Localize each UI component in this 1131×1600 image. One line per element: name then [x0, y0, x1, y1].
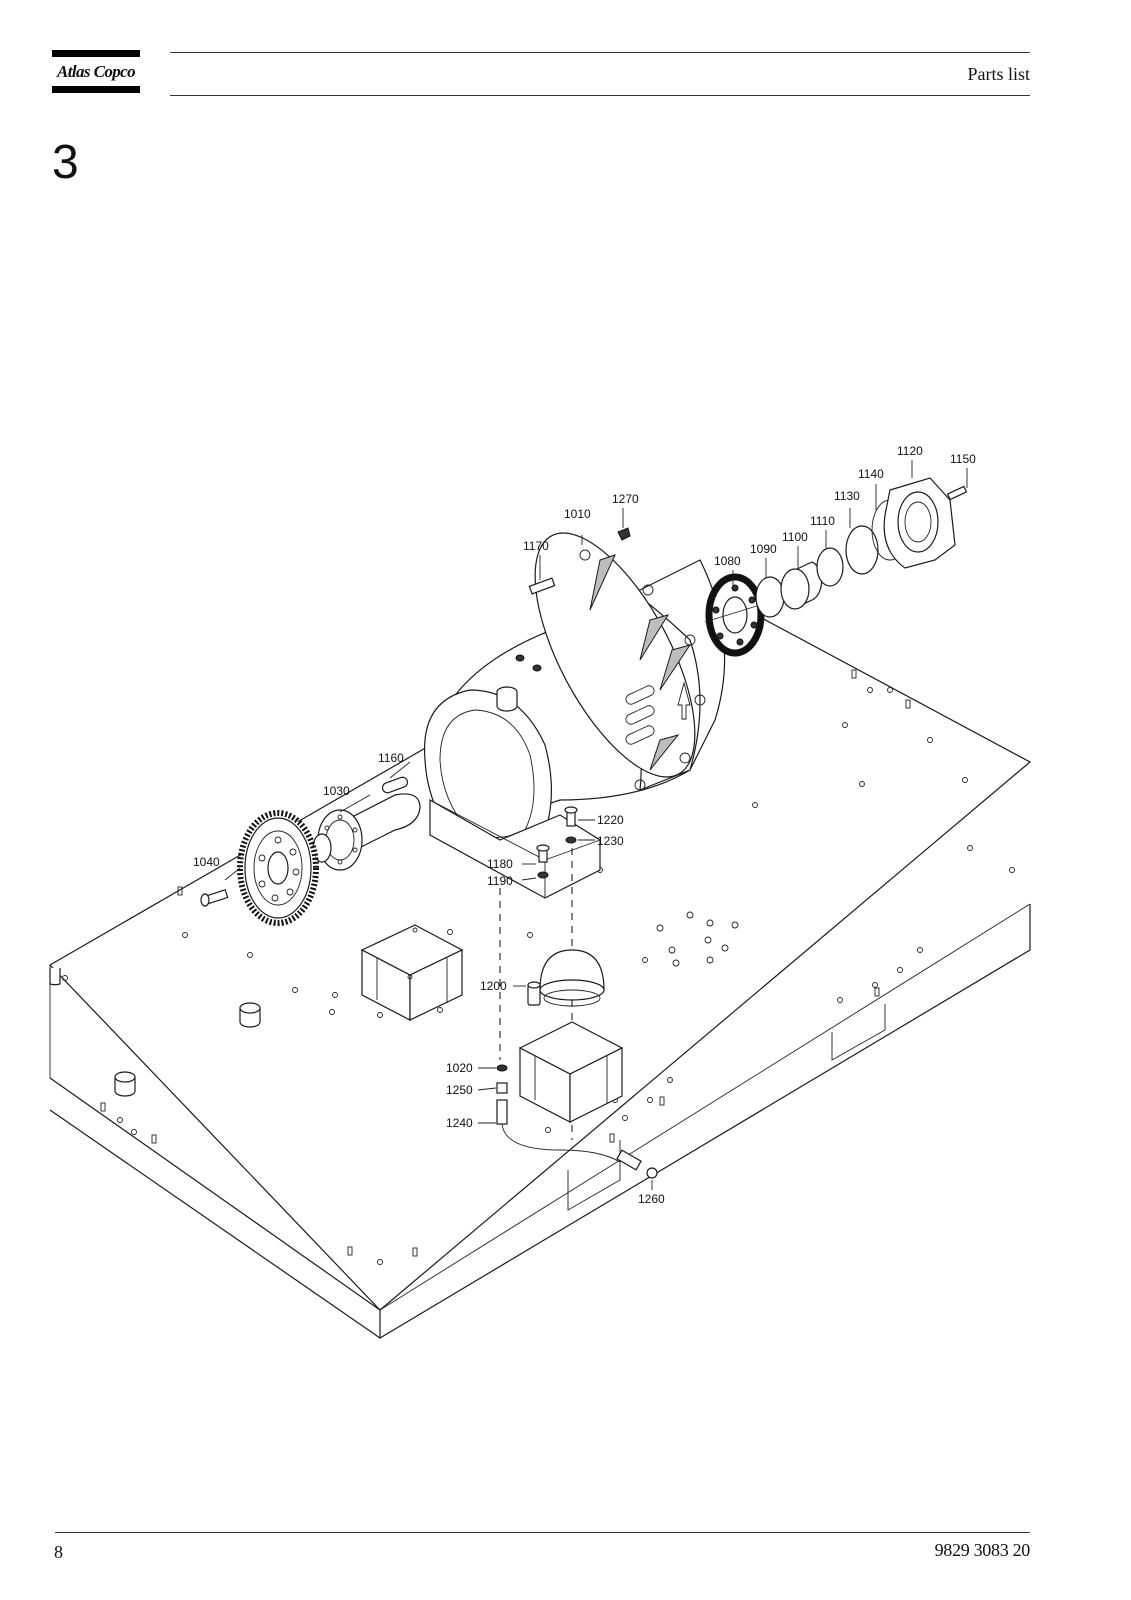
- callout-labels: 1010 1020 1030 1040 1080 1090 1100 1110 …: [193, 444, 976, 1206]
- frame-holes: [62, 669, 1015, 1265]
- callout-1150: 1150: [950, 452, 976, 466]
- callout-1250: 1250: [446, 1083, 473, 1097]
- right-support-bracket: [518, 949, 624, 1123]
- callout-1160: 1160: [378, 751, 404, 765]
- callout-1020: 1020: [446, 1061, 473, 1075]
- callout-1240: 1240: [446, 1116, 473, 1130]
- callout-1190: 1190: [487, 874, 513, 888]
- left-support-bracket: [360, 924, 464, 1021]
- bearing-seal-stack: [528, 477, 968, 657]
- frame-stubs: [49, 968, 261, 1097]
- callout-1220: 1220: [597, 813, 624, 827]
- callout-1200: 1200: [480, 979, 507, 993]
- callout-1080: 1080: [714, 554, 741, 568]
- section-number: 3: [52, 136, 79, 189]
- fasteners: [496, 806, 658, 1179]
- callout-1030: 1030: [323, 784, 350, 798]
- callout-1110: 1110: [810, 514, 835, 528]
- atlas-copco-logo: Atlas Copco: [52, 50, 140, 94]
- callout-1130: 1130: [834, 489, 860, 503]
- callout-1170: 1170: [523, 539, 549, 553]
- callout-1180: 1180: [487, 857, 513, 871]
- header-rule-top: [170, 52, 1030, 53]
- header-rule-bottom: [170, 95, 1030, 96]
- footer-rule: [55, 1532, 1030, 1533]
- logo-wordmark: Atlas Copco: [57, 62, 136, 81]
- callout-1230: 1230: [597, 834, 624, 848]
- document-number: 9829 3083 20: [934, 1540, 1031, 1560]
- callout-1100: 1100: [782, 530, 808, 544]
- page-number: 8: [54, 1542, 63, 1562]
- page-title: Parts list: [967, 64, 1030, 84]
- callout-1120: 1120: [897, 444, 923, 458]
- callout-1140: 1140: [858, 467, 884, 481]
- logo-bar-top: [52, 50, 140, 57]
- callout-leaders: [224, 460, 968, 1190]
- callout-1010: 1010: [564, 507, 591, 521]
- callout-1090: 1090: [750, 542, 777, 556]
- callout-1260: 1260: [638, 1192, 665, 1206]
- gearbox-housing: [423, 532, 726, 899]
- input-shaft-hub: [312, 776, 421, 871]
- logo-bar-bottom: [52, 86, 140, 93]
- mounting-centerlines: [499, 848, 573, 1140]
- callout-1040: 1040: [193, 855, 220, 869]
- gear-wheel: [200, 810, 319, 926]
- callout-1270: 1270: [612, 492, 639, 506]
